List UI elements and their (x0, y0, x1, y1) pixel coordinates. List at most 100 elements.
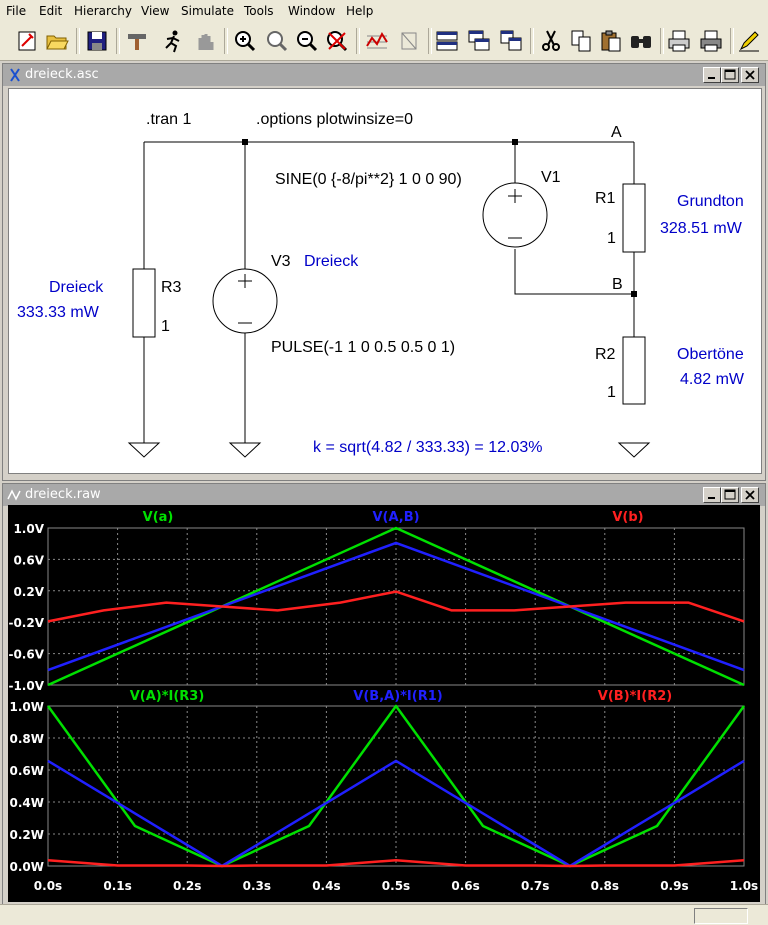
pulse-source-value[interactable]: PULSE(-1 1 0 0.5 0.5 0 1) (271, 339, 455, 356)
grundton-power[interactable]: 328.51 mW (660, 220, 743, 237)
edit-text-icon[interactable] (736, 28, 762, 54)
options-directive[interactable]: .options plotwinsize=0 (256, 111, 413, 128)
r2-label[interactable]: R2 (595, 346, 616, 363)
x-tick-label: 0.9s (660, 879, 688, 893)
r2-value[interactable]: 1 (607, 384, 616, 401)
y-tick-label: -0.6V (8, 648, 44, 662)
halt-icon[interactable] (192, 28, 218, 54)
maximize-button[interactable] (721, 487, 739, 503)
y-tick-label: 1.0W (10, 700, 45, 714)
save-icon[interactable] (84, 28, 110, 54)
zoom-out-icon[interactable] (294, 28, 320, 54)
copy-icon[interactable] (568, 28, 594, 54)
pan-icon[interactable] (264, 28, 290, 54)
status-bar (0, 904, 768, 925)
net-label-b[interactable]: B (612, 276, 623, 293)
x-tick-label: 0.6s (451, 879, 479, 893)
menu-tools[interactable]: Tools (244, 4, 274, 18)
zoom-in-icon[interactable] (232, 28, 258, 54)
menu-file[interactable]: File (6, 4, 27, 18)
trace-v-b-a-i-r1-[interactable] (47, 759, 745, 868)
y-tick-label: -1.0V (8, 679, 44, 693)
control-panel-icon[interactable] (124, 28, 150, 54)
trace-label-va[interactable]: V(a) (143, 510, 174, 525)
y-tick-label: 1.0V (13, 522, 44, 536)
tile-horizontal-icon[interactable] (434, 28, 460, 54)
new-schematic-icon[interactable] (14, 28, 40, 54)
maximize-button[interactable] (721, 67, 739, 83)
x-tick-label: 0.8s (591, 879, 619, 893)
minimize-button[interactable] (703, 487, 721, 503)
minimize-button[interactable] (703, 67, 721, 83)
find-icon[interactable] (628, 28, 654, 54)
trace-v-b-[interactable] (47, 590, 745, 623)
cut-icon[interactable] (538, 28, 564, 54)
waveform-icon (7, 487, 23, 503)
status-cell (694, 908, 748, 924)
zoom-cancel-icon[interactable] (324, 28, 350, 54)
trace-v-a-i-r3-[interactable] (46, 704, 746, 868)
trace-v-a-[interactable] (47, 526, 745, 687)
v3-label[interactable]: V3 (271, 253, 291, 270)
y-tick-label: -0.2V (8, 616, 44, 630)
schematic-canvas[interactable]: .tran 1 .options plotwinsize=0 SINE(0 {-… (8, 88, 762, 474)
obertone-power[interactable]: 4.82 mW (680, 371, 745, 388)
trace-label-power-r3[interactable]: V(A)*I(R3) (130, 689, 205, 704)
v1-label[interactable]: V1 (541, 169, 561, 186)
waveform-window-title: dreieck.raw (25, 487, 101, 502)
v3-annotation[interactable]: Dreieck (304, 253, 359, 270)
dreieck-power[interactable]: 333.33 mW (17, 304, 100, 321)
voltage-source-v1[interactable] (482, 182, 548, 248)
grundton-label[interactable]: Grundton (677, 193, 744, 210)
ground-symbol (617, 442, 651, 458)
resistor-r2[interactable] (622, 336, 646, 405)
net-label-a[interactable]: A (611, 124, 622, 141)
tile-vertical-icon[interactable] (498, 28, 524, 54)
junction-dot (242, 139, 248, 145)
y-tick-label: 0.2V (13, 585, 44, 599)
ground-symbol (228, 442, 262, 458)
obertone-label[interactable]: Obertöne (677, 346, 744, 363)
r1-label[interactable]: R1 (595, 190, 616, 207)
trace-v-b-i-r2-[interactable] (47, 858, 745, 868)
close-button[interactable] (741, 67, 759, 83)
menu-simulate[interactable]: Simulate (181, 4, 235, 18)
trace-label-vb[interactable]: V(b) (612, 510, 643, 525)
r1-value[interactable]: 1 (607, 230, 616, 247)
waveform-titlebar: dreieck.raw (3, 484, 765, 506)
print-icon[interactable] (666, 28, 692, 54)
y-tick-label: 0.6V (13, 553, 44, 567)
print-setup-icon[interactable] (698, 28, 724, 54)
dreieck-label[interactable]: Dreieck (49, 279, 104, 296)
close-button[interactable] (741, 487, 759, 503)
menu-view[interactable]: View (141, 4, 170, 18)
menu-edit[interactable]: Edit (39, 4, 63, 18)
menu-help[interactable]: Help (346, 4, 374, 18)
run-icon[interactable] (160, 28, 186, 54)
trace-v-a-b-[interactable] (47, 541, 745, 672)
resistor-r3[interactable] (132, 268, 156, 338)
r3-value[interactable]: 1 (161, 318, 170, 335)
sine-source-value[interactable]: SINE(0 {-8/pi**2} 1 0 0 90) (275, 171, 462, 188)
open-icon[interactable] (44, 28, 70, 54)
paste-icon[interactable] (598, 28, 624, 54)
ground-symbol (127, 442, 161, 458)
r3-label[interactable]: R3 (161, 279, 182, 296)
autorange-icon[interactable] (364, 28, 390, 54)
resistor-r1[interactable] (622, 183, 646, 253)
voltage-source-v3[interactable] (212, 268, 278, 334)
cascade-icon[interactable] (466, 28, 492, 54)
y-tick-label: 0.0W (10, 860, 45, 874)
tran-directive[interactable]: .tran 1 (146, 111, 191, 128)
menu-hierarchy[interactable]: Hierarchy (74, 4, 133, 18)
k-formula[interactable]: k = sqrt(4.82 / 333.33) = 12.03% (313, 439, 542, 456)
menu-window[interactable]: Window (288, 4, 336, 18)
trace-label-power-r1[interactable]: V(B,A)*I(R1) (353, 689, 442, 704)
trace-label-power-r2[interactable]: V(B)*I(R2) (598, 689, 672, 704)
schematic-icon (7, 67, 23, 83)
voltage-marker-icon[interactable] (396, 28, 422, 54)
trace-label-vab[interactable]: V(A,B) (372, 510, 419, 525)
junction-dot (512, 139, 518, 145)
y-tick-label: 0.6W (10, 764, 45, 778)
